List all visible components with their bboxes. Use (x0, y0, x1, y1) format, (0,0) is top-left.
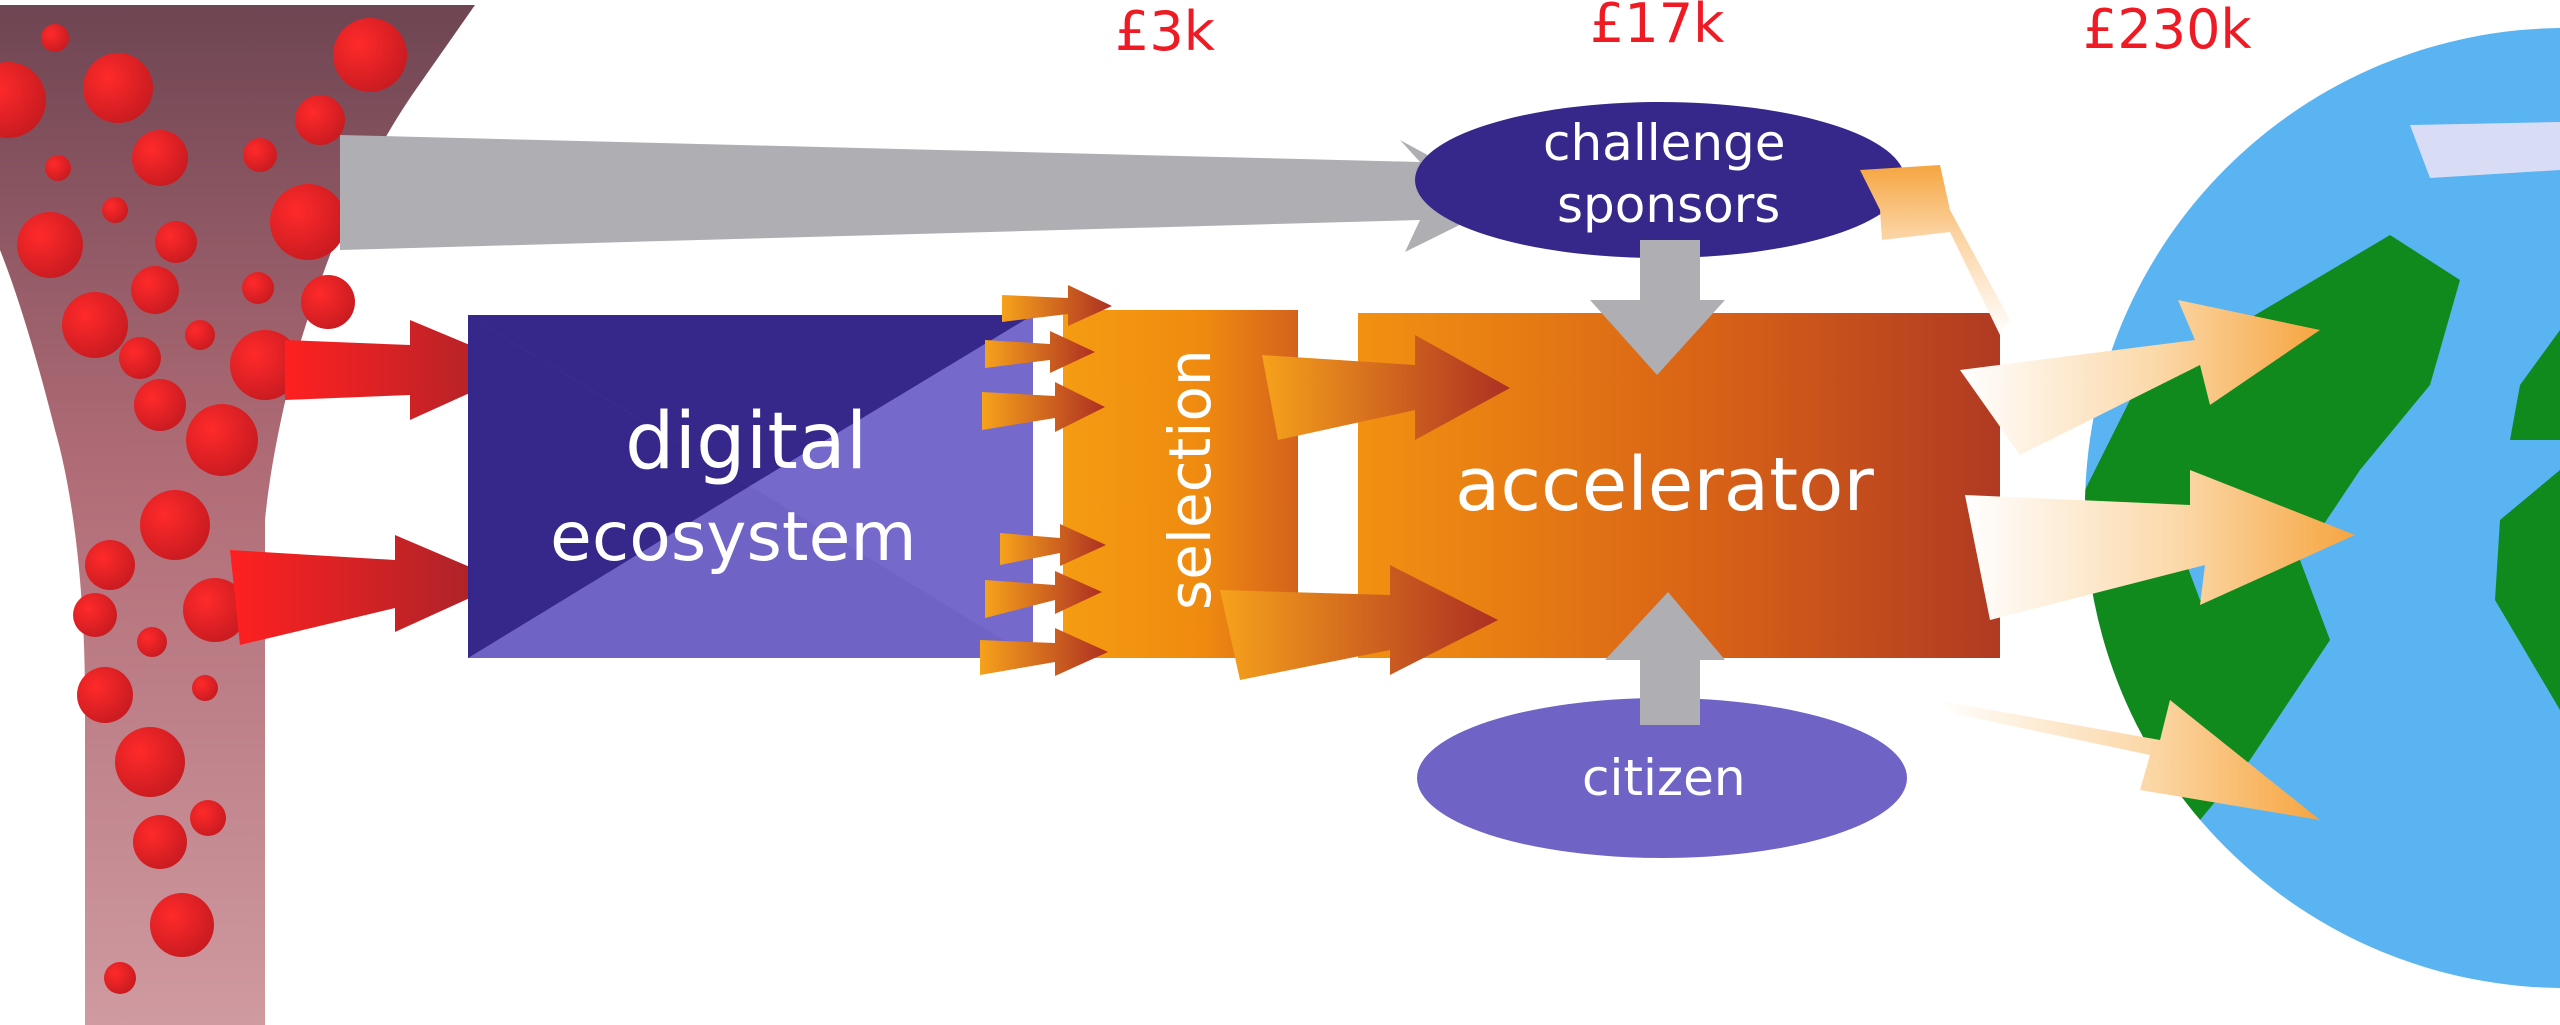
price-stage2: £17k (1590, 0, 1725, 55)
sponsors-label-line2: sponsors (1557, 176, 1780, 234)
citizen-label: citizen (1582, 749, 1746, 807)
red-arrows-to-ecosystem (230, 320, 525, 645)
digital-ecosystem-box: digital ecosystem (468, 315, 1033, 658)
grey-arrows-to-accelerator (1590, 240, 1725, 725)
ecosystem-label-line1: digital (625, 397, 867, 487)
citizen: citizen (1417, 698, 1907, 858)
selection-label: selection (1156, 349, 1224, 610)
challenge-sponsors: challenge sponsors (1415, 102, 1905, 258)
sponsors-label-line1: challenge (1543, 114, 1786, 172)
small-arrows-to-selection (980, 285, 1112, 676)
idea-funnel (0, 5, 475, 1025)
ecosystem-label-line2: ecosystem (550, 498, 917, 577)
arrows-to-accelerator (1220, 335, 1510, 680)
accelerator-box: accelerator (1358, 313, 2000, 658)
price-stage3: £230k (2083, 0, 2252, 61)
idea-bubbles (0, 18, 407, 994)
impact-arrows-to-world (1860, 165, 2355, 820)
accelerator-label: accelerator (1455, 442, 1874, 528)
price-stage1: £3k (1115, 0, 1216, 63)
grey-arrow-to-sponsors (340, 135, 1510, 252)
